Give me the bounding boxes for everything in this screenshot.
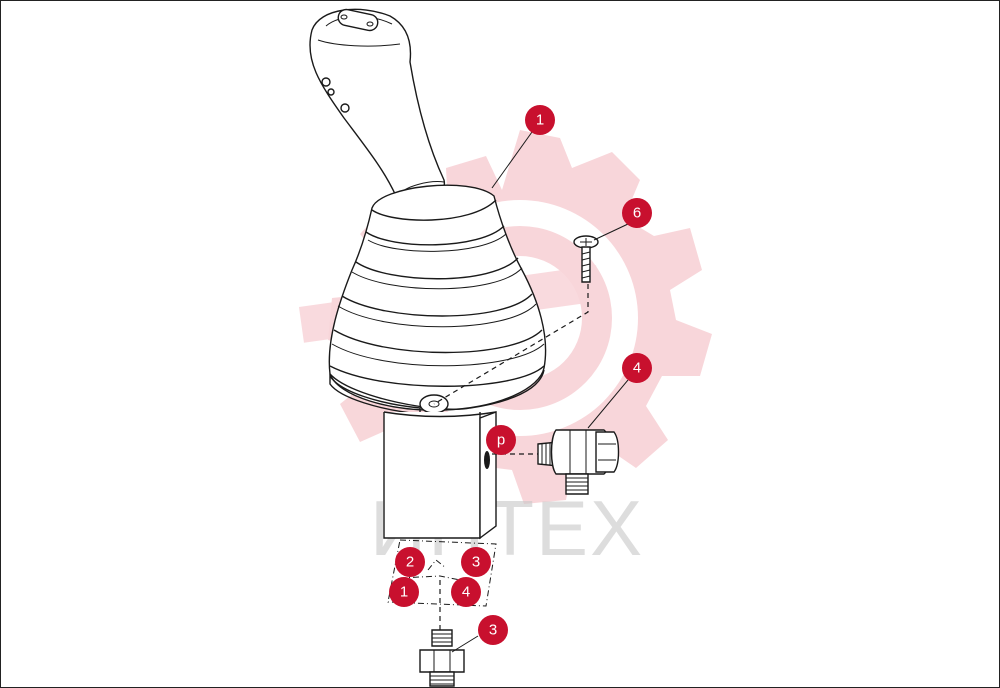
svg-text:6: 6 (633, 205, 641, 222)
valve-body-block (383, 410, 497, 540)
port-layout-diagram (387, 539, 497, 630)
straight-fitting-part (419, 629, 465, 687)
screw-part (573, 235, 599, 283)
callout-port-p: p (486, 425, 516, 455)
callout-port-3: 3 (461, 547, 491, 577)
elbow-fitting-part (537, 429, 620, 495)
svg-text:1: 1 (536, 112, 544, 129)
svg-text:4: 4 (633, 360, 641, 377)
callout-boot: 1 (525, 105, 555, 135)
callout-port-4: 4 (451, 577, 481, 607)
callout-port-2: 2 (395, 547, 425, 577)
callout-port-1: 1 (389, 577, 419, 607)
svg-text:p: p (497, 432, 505, 449)
joystick-handle (309, 8, 446, 203)
rubber-boot (328, 184, 547, 415)
callout-straight-fitting: 3 (478, 615, 508, 645)
svg-text:4: 4 (462, 584, 470, 601)
callout-leaders (451, 131, 629, 653)
callout-screw: 6 (622, 198, 652, 228)
callout-elbow-fitting: 4 (622, 353, 652, 383)
screw-leader-line (433, 266, 589, 405)
svg-text:1: 1 (400, 584, 408, 601)
svg-text:3: 3 (489, 622, 497, 639)
svg-text:3: 3 (472, 554, 480, 571)
svg-text:2: 2 (406, 554, 414, 571)
